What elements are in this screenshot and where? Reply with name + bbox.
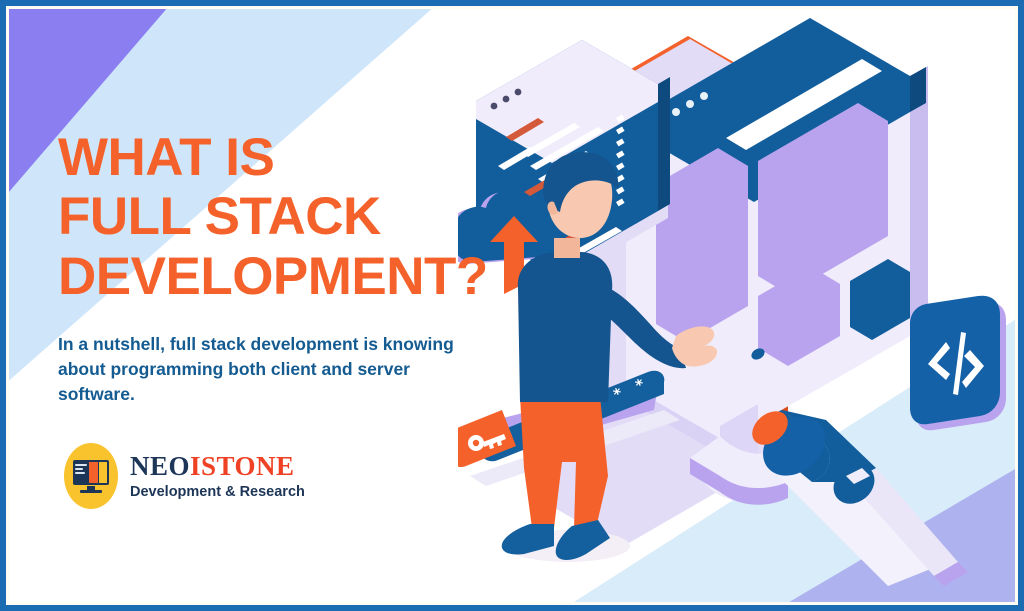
headline-line-2: FULL STACK	[58, 187, 381, 247]
logo-tagline: Development & Research	[130, 483, 305, 500]
logo-word-primary: NEO	[130, 450, 191, 481]
isometric-illustration: * * * * * *	[458, 6, 1018, 605]
headline-line-1: WHAT IS	[58, 128, 275, 187]
subtitle-text: In a nutshell, full stack development is…	[58, 334, 454, 404]
page-title: WHAT IS FULL STACK DEVELOPMENT?	[58, 128, 538, 306]
headline-line-3: DEVELOPMENT?	[58, 246, 488, 306]
text-column: WHAT IS FULL STACK DEVELOPMENT? In a nut…	[58, 128, 538, 407]
logo-wordmark: NEOISTONE	[130, 450, 305, 481]
monitor-icon	[64, 443, 118, 509]
brand-logo[interactable]: NEOISTONE Development & Research	[64, 443, 305, 509]
banner-canvas: * * * * * *	[6, 6, 1018, 605]
logo-text-group: NEOISTONE Development & Research	[130, 450, 305, 500]
logo-word-secondary: ISTONE	[190, 450, 295, 481]
